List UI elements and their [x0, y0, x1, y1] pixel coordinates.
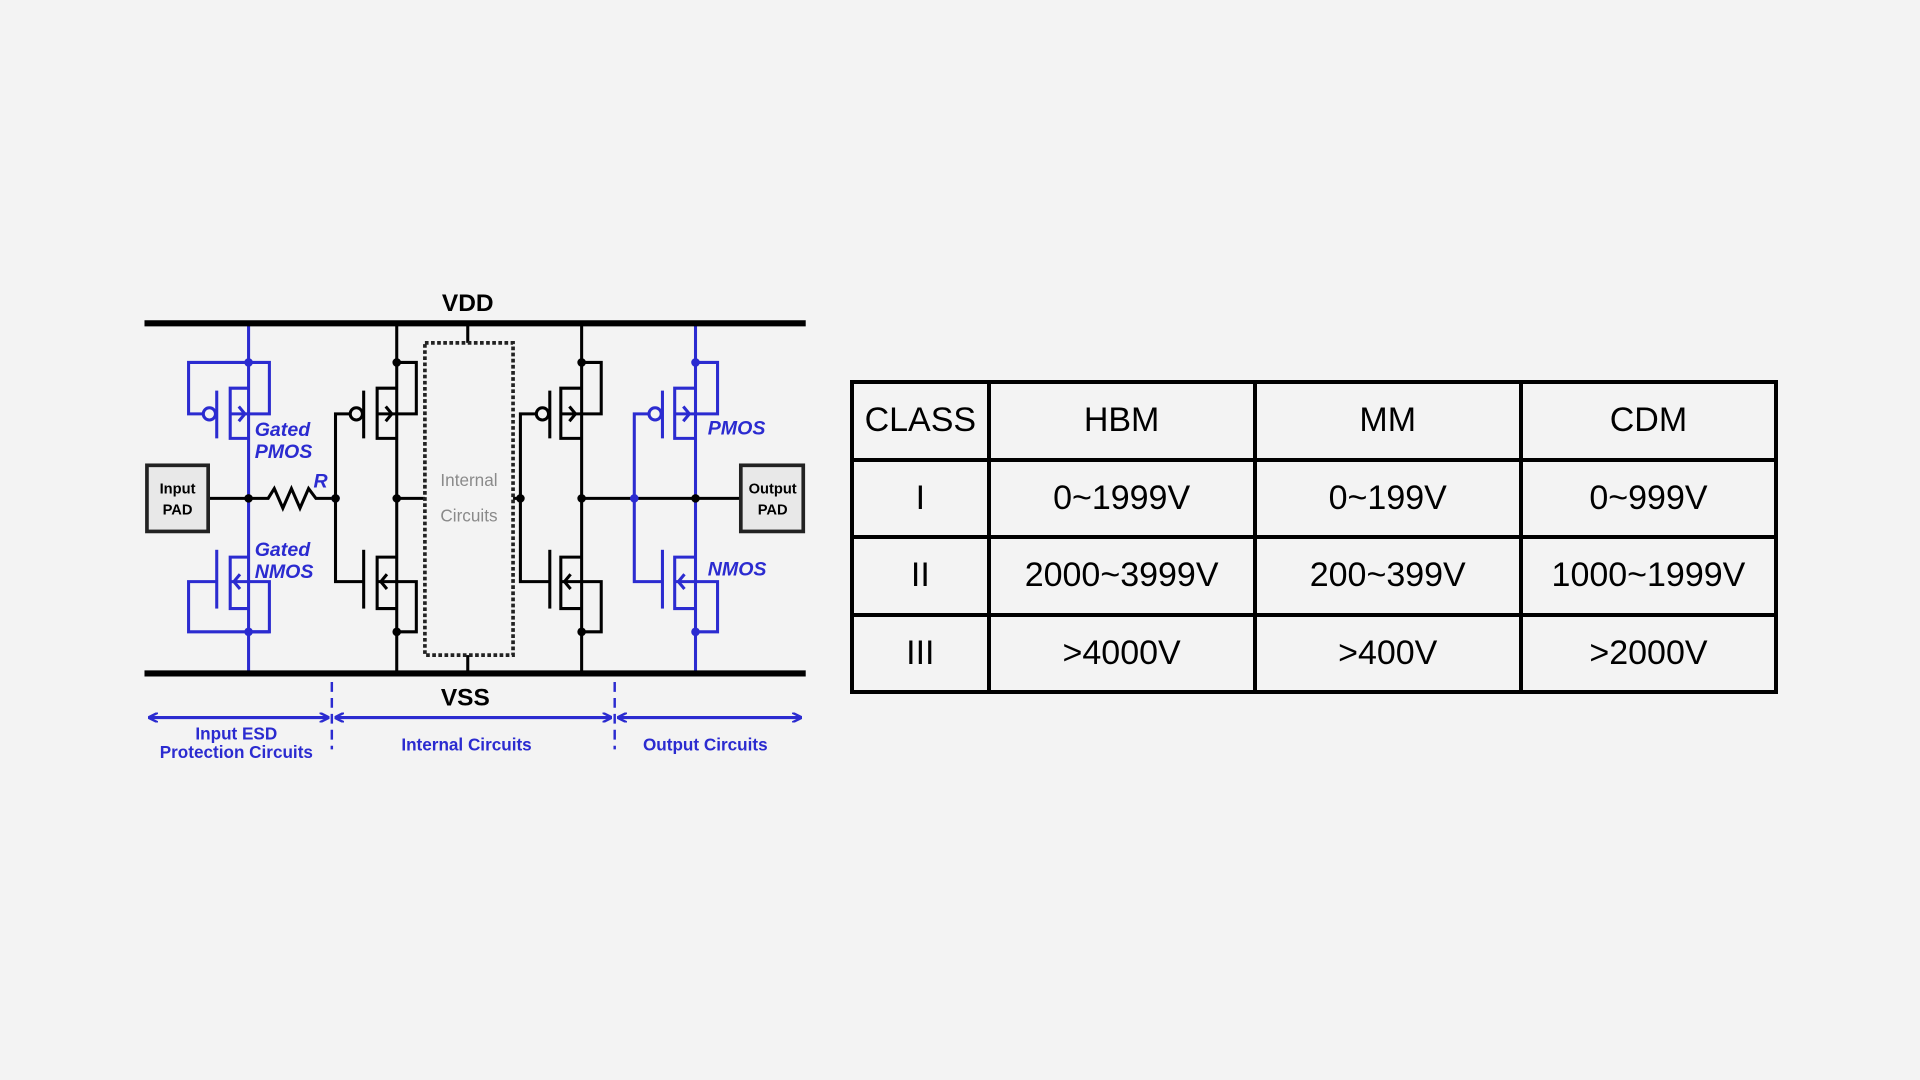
svg-text:PAD: PAD [163, 502, 193, 518]
junction-dot [331, 494, 340, 503]
nmos-body [674, 580, 720, 634]
table-row: II 2000~3999V 200~399V 1000~1999V [850, 535, 1779, 617]
table-cell: >4000V [986, 612, 1257, 694]
junction-dot [630, 494, 639, 503]
junction-dot [691, 494, 700, 503]
arrow-icon [231, 573, 242, 590]
output-pad: Output PAD [738, 463, 806, 534]
gate-bubble [647, 406, 663, 422]
junction-dot [244, 358, 253, 367]
nmos-body [377, 580, 418, 634]
svg-text:Input: Input [160, 481, 196, 497]
junction-dot [392, 627, 402, 637]
output-section-label: Output Circuits [643, 735, 768, 755]
resistor-label: R [313, 470, 327, 492]
table-row: III >4000V >400V >2000V [850, 612, 1779, 694]
esd-class-table: CLASS HBM MM CDM I 0~1999V 0~199V 0~999V… [850, 380, 1779, 694]
header-class: CLASS [850, 380, 991, 462]
gated-pmos-label-2: PMOS [255, 441, 313, 463]
table-cell: >400V [1252, 612, 1523, 694]
gate-bubble [201, 406, 218, 422]
svg-text:PAD: PAD [758, 502, 788, 518]
input-pad: Input PAD [145, 463, 210, 534]
vdd-label: VDD [442, 290, 494, 317]
table-cell: 1000~1999V [1518, 535, 1779, 617]
arrow-icon [237, 405, 247, 423]
table-cell: 0~999V [1518, 457, 1779, 539]
resistor [248, 484, 336, 512]
header-hbm: HBM [986, 380, 1257, 462]
gate-bubble [534, 406, 551, 422]
junction-dot [691, 358, 700, 367]
arrow-icon [676, 573, 686, 590]
output-nmos-label: NMOS [708, 559, 767, 581]
gated-nmos-label-2: NMOS [255, 561, 314, 583]
section-markers [149, 682, 800, 750]
svg-text:Internal: Internal [440, 470, 497, 490]
table-cell: III [850, 612, 991, 694]
table-cell: 0~199V [1252, 457, 1523, 539]
arrow-icon [378, 573, 389, 590]
table-cell: 0~1999V [986, 457, 1257, 539]
gate-bubble [348, 406, 364, 422]
output-pmos-label: PMOS [708, 418, 766, 440]
table-cell: II [850, 535, 991, 617]
svg-text:Circuits: Circuits [440, 506, 497, 526]
table-cell: >2000V [1518, 612, 1779, 694]
internal-section-label: Internal Circuits [401, 735, 531, 755]
gated-pmos-label: Gated [255, 419, 312, 441]
arrow-icon [562, 573, 572, 590]
gate-tie [187, 580, 270, 634]
pmos-body [560, 360, 603, 416]
pmos-body [674, 360, 720, 416]
table-cell: 2000~3999V [986, 535, 1257, 617]
input-esd-section-label-2: Protection Circuits [160, 742, 313, 762]
header-mm: MM [1252, 380, 1523, 462]
junction-dot [577, 358, 586, 367]
table-header-row: CLASS HBM MM CDM [850, 380, 1779, 462]
junction-dot [577, 627, 586, 637]
pmos-body [230, 360, 271, 416]
arrow-icon [682, 405, 692, 423]
nmos-body [560, 580, 603, 634]
internal-circuits-box: Internal Circuits [423, 341, 515, 657]
svg-text:Output: Output [749, 481, 797, 497]
gated-nmos-label: Gated [255, 539, 312, 561]
arrow-icon [568, 405, 578, 423]
gate-connection [518, 412, 550, 584]
junction-dot [392, 358, 402, 367]
table-row: I 0~1999V 0~199V 0~999V [850, 457, 1779, 539]
junction-dot [691, 627, 700, 637]
table-cell: 200~399V [1252, 535, 1523, 617]
input-esd-section-label: Input ESD [195, 724, 277, 744]
table-cell: I [850, 457, 991, 539]
arrow-icon [384, 405, 394, 423]
pmos-body [377, 360, 418, 416]
header-cdm: CDM [1518, 380, 1779, 462]
gate-tie [187, 360, 249, 416]
vss-label: VSS [441, 684, 490, 711]
